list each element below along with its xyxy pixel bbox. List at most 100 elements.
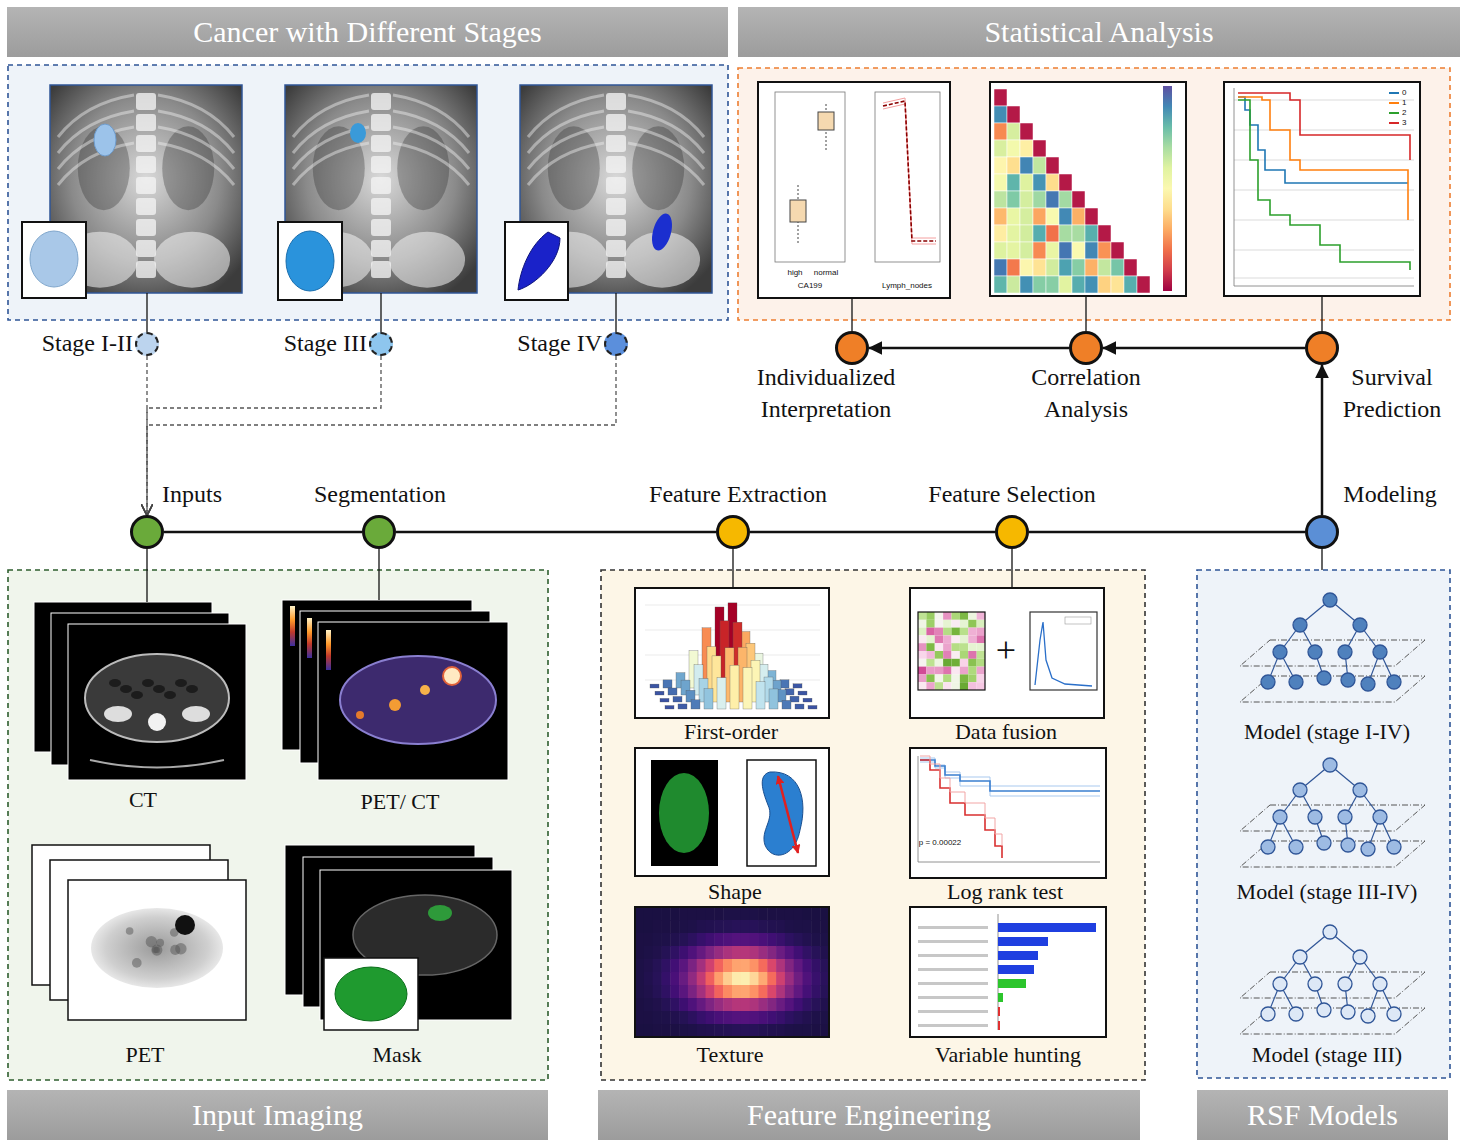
heatmap-cell bbox=[1072, 259, 1085, 276]
texture-cell bbox=[794, 1011, 803, 1025]
ct-bowel bbox=[175, 679, 187, 687]
texture-cell bbox=[811, 933, 820, 947]
vertebra bbox=[371, 219, 391, 236]
texture-cell bbox=[644, 920, 653, 934]
fusion-cell bbox=[935, 643, 943, 651]
tumour bbox=[350, 123, 366, 143]
texture-cell bbox=[785, 1024, 794, 1038]
tree-node bbox=[1387, 1007, 1401, 1021]
tree-node bbox=[1317, 836, 1331, 850]
texture-cell bbox=[785, 933, 794, 947]
tree-node bbox=[1373, 977, 1387, 991]
rib bbox=[293, 143, 369, 185]
fusion-cell bbox=[977, 620, 985, 628]
texture-cell bbox=[794, 1024, 803, 1038]
texture-cell bbox=[661, 933, 670, 947]
heatmap-cell bbox=[1033, 276, 1046, 293]
heatmap-cell bbox=[1020, 259, 1033, 276]
stage-panel bbox=[8, 65, 728, 320]
texture-cell bbox=[679, 933, 688, 947]
fusion-cell bbox=[943, 620, 951, 628]
image-caption: Mask bbox=[373, 1043, 422, 1067]
fusion-cell bbox=[968, 612, 976, 620]
tree-node bbox=[1353, 618, 1367, 632]
texture-cell bbox=[723, 920, 732, 934]
tree-node bbox=[1308, 977, 1322, 991]
fusion-cell bbox=[952, 667, 960, 675]
fusion-cell bbox=[926, 659, 934, 667]
xray-image bbox=[285, 85, 477, 293]
tree-node bbox=[1341, 1005, 1355, 1019]
survival-curve bbox=[1238, 100, 1410, 270]
texture-cell bbox=[653, 920, 662, 934]
tree-plane bbox=[1240, 972, 1425, 998]
texture-cell bbox=[644, 972, 653, 986]
image-caption: Data fusion bbox=[955, 720, 1057, 744]
fusion-cell bbox=[935, 674, 943, 682]
fusion-cell bbox=[943, 667, 951, 675]
texture-cell bbox=[811, 920, 820, 934]
fusion-cell bbox=[960, 667, 968, 675]
histogram-bar bbox=[795, 704, 804, 709]
texture-cell bbox=[741, 959, 750, 973]
histogram-bar bbox=[743, 668, 752, 709]
axis-label: CA199 bbox=[798, 282, 822, 291]
step-label: Stage I-II bbox=[42, 328, 133, 360]
texture-cell bbox=[785, 998, 794, 1012]
fusion-cell bbox=[977, 643, 985, 651]
fusion-cell bbox=[926, 620, 934, 628]
texture-cell bbox=[688, 1024, 697, 1038]
heatmap-cell bbox=[1098, 225, 1111, 242]
texture-cell bbox=[714, 933, 723, 947]
bar-name-mark bbox=[918, 940, 988, 943]
fusion-frame bbox=[910, 588, 1104, 718]
tumour-3d bbox=[286, 231, 334, 291]
texture-cell bbox=[776, 1011, 785, 1025]
texture-cell bbox=[688, 933, 697, 947]
plot-axes bbox=[918, 756, 1100, 862]
texture-cell bbox=[635, 933, 644, 947]
texture-cell bbox=[785, 985, 794, 999]
uptake-spot bbox=[420, 685, 430, 695]
image-caption: CT bbox=[129, 788, 157, 812]
texture-cell bbox=[706, 1024, 715, 1038]
image-caption: Model (stage I-IV) bbox=[1244, 720, 1410, 744]
texture-cell bbox=[758, 920, 767, 934]
flow-connector bbox=[164, 531, 362, 534]
logrank-frame bbox=[910, 748, 1106, 878]
texture-cell bbox=[697, 933, 706, 947]
fusion-cell bbox=[918, 682, 926, 690]
heatmap-cell bbox=[1072, 242, 1085, 259]
survival-curve bbox=[1238, 93, 1410, 160]
heatmap-cell bbox=[1033, 157, 1046, 174]
heatmap-cell bbox=[1046, 225, 1059, 242]
texture-cell bbox=[723, 959, 732, 973]
fusion-cell bbox=[926, 643, 934, 651]
leader-line bbox=[1321, 549, 1322, 570]
petct-colorbar bbox=[290, 606, 295, 646]
fusion-cell bbox=[918, 635, 926, 643]
grid-line bbox=[1234, 278, 1414, 279]
tree-plane bbox=[1240, 676, 1425, 702]
texture-cell bbox=[758, 933, 767, 947]
texture-cell bbox=[776, 972, 785, 986]
texture-cell bbox=[732, 959, 741, 973]
histogram-bar bbox=[673, 696, 682, 702]
rib bbox=[528, 127, 604, 169]
fusion-cell bbox=[935, 635, 943, 643]
step-label: Correlation Analysis bbox=[1011, 362, 1161, 425]
petct-slice bbox=[318, 622, 508, 780]
fusion-cell bbox=[952, 635, 960, 643]
texture-cell bbox=[688, 998, 697, 1012]
heatmap-cell bbox=[1007, 276, 1020, 293]
texture-cell bbox=[803, 985, 812, 999]
fusion-cell bbox=[926, 667, 934, 675]
fusion-cell bbox=[935, 612, 943, 620]
vertebra bbox=[136, 177, 156, 194]
model-panel bbox=[1197, 570, 1450, 1078]
step-label: Segmentation bbox=[314, 479, 446, 511]
texture-cell bbox=[661, 907, 670, 921]
fusion-cell bbox=[926, 635, 934, 643]
heatmap-cell bbox=[1007, 174, 1020, 191]
texture-cell bbox=[679, 972, 688, 986]
